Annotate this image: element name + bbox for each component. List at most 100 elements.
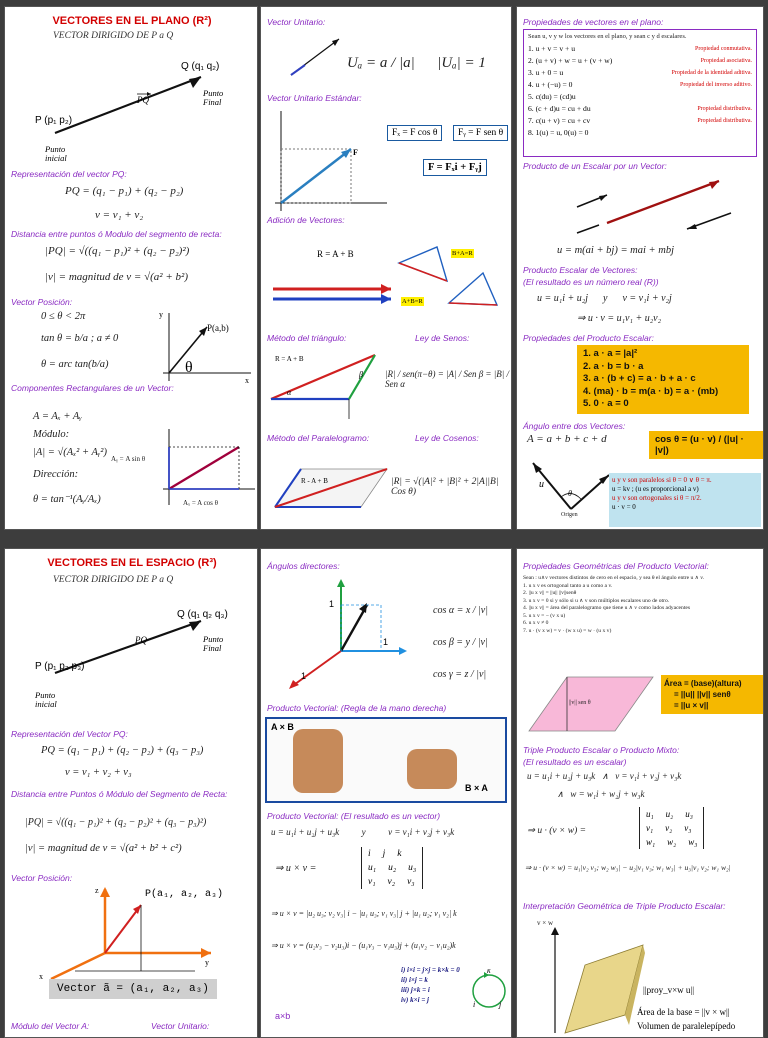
triple-eq-2: ∧ w = w₁i + w₂j + w₃k: [557, 789, 645, 799]
standard-unit-diagram: F: [275, 111, 387, 211]
dot-prop-item: 5. 0 · a = 0: [583, 398, 629, 409]
prop-eq: 1. u + v = v + u: [528, 44, 576, 53]
top-col-2: Vector Unitario: Uₐ = a / |a| |Uₐ| = 1 V…: [260, 6, 512, 530]
comp-title: Componentes Rectangulares de un Vector:: [11, 383, 174, 393]
punto-inicial-3d: Punto inicial: [35, 690, 57, 709]
pab-label: P(a,b): [207, 323, 229, 333]
top-col-3: Propiedades de vectores en el plano: Sea…: [516, 6, 764, 530]
vector-addition-diagram: [273, 246, 499, 306]
matrix-cell: k: [397, 849, 402, 859]
matrix-cell: v₃: [684, 823, 692, 833]
point-p-label: P (p₁ p₂): [35, 115, 73, 126]
svg-text:1: 1: [301, 671, 306, 681]
mod-title-3d: Módulo del Vector A:: [11, 1021, 90, 1031]
page-title: VECTORES EN EL PLANO (R²): [52, 15, 212, 27]
prop-row: 2. (u + v) + w = u + (v + w)Propiedad as…: [528, 55, 752, 67]
rep-title-3d: Representación del Vector PQ:: [11, 729, 128, 739]
vsen-label: ||v|| sen θ: [569, 700, 591, 706]
geo-line: 5. u x v = − (v x u): [523, 612, 566, 619]
pq-label-3d: PQ: [135, 635, 147, 645]
matrix-cell: v₂: [665, 823, 673, 833]
matrix-cell: v₁: [368, 877, 376, 887]
ortho-text-2: u · v = 0: [612, 503, 636, 511]
pos-eq-3: θ = arc tan(b/a): [41, 359, 109, 370]
std-title: Vector Unitario Estándar:: [267, 93, 362, 103]
fx-box: Fₓ = F cos θ: [387, 125, 443, 141]
axb-small: a×b: [275, 1011, 291, 1021]
triple-det-implies: ⇒ u · (v × w) =: [527, 826, 587, 836]
point-q-3d: Q (q₁ q₂ q₃): [177, 609, 228, 620]
svg-text:u: u: [539, 479, 544, 490]
prop-name: Propiedad conmutativa.: [695, 46, 752, 52]
props-title: Propiedades de vectores en el plano:: [523, 17, 664, 27]
prop-eq: 4. u + (−u) = 0: [528, 80, 573, 89]
geo-lines: Sean : u∧v vectores distintos de cero en…: [523, 575, 761, 635]
pos-eq-2: tan θ = b/a ; a ≠ 0: [41, 333, 119, 344]
cross-eq-4: ⇒ u × v = (u₂v₃ − v₂u₃)i − (u₁v₃ − v₁u₃)…: [271, 941, 456, 950]
add-title: Adición de Vectores:: [267, 215, 345, 225]
svg-text:y: y: [205, 958, 209, 967]
svg-text:1: 1: [329, 599, 334, 609]
right-hand-box: A × B B × A: [265, 717, 507, 803]
angle-eq: A = a + b + c + d: [527, 433, 607, 445]
geo-line: 2. ||u x v|| = ||u|| ||v||senθ: [523, 590, 577, 596]
area-line-3: = ||u × v||: [674, 701, 709, 710]
senos-eq: |R| / sen(π−θ) = |A| / Sen β = |B| / Sen…: [385, 369, 509, 389]
area-base-label: Área de la base = ||v × w||: [637, 1007, 730, 1017]
prop-eq: 2. (u + v) + w = u + (v + w): [528, 56, 613, 65]
cross-eq-1: u = u₁i + u₂j + u₃k y v = v₁i + v₂j + v₃…: [271, 827, 455, 837]
dist-title: Distancia entre puntos ó Modulo del segm…: [11, 229, 222, 239]
cos-title: Ley de Cosenos:: [415, 433, 479, 443]
rep-eq-1: PQ = (q₁ − p₁) + (q₂ − p₂): [65, 185, 184, 197]
direccion-label: Dirección:: [33, 469, 79, 480]
rep-title: Representación del vector PQ:: [11, 169, 127, 179]
geo-line: Sean : u∧v vectores distintos de cero en…: [523, 575, 705, 581]
punto-final-label: Punto Final: [203, 88, 224, 107]
modulo-label: Módulo:: [33, 429, 70, 440]
triple-sub: (El resultado es un escalar): [523, 757, 627, 767]
dir-title: Ángulos directores:: [267, 561, 340, 571]
prop-eq: 5. c(du) = (cd)u: [528, 92, 576, 101]
cross2-title: Producto Vectorial: (El resultado es un …: [267, 811, 441, 821]
para-title: Método del Paralelogramo:: [267, 433, 370, 443]
cos-alpha: cos α = x / |v|: [433, 605, 488, 616]
p3-label: P(a₁, a₂, a₃): [145, 889, 224, 900]
bxa-label: B × A: [465, 783, 488, 793]
unit-title: Vector Unitario:: [267, 17, 326, 27]
dot-title: Producto Escalar de Vectores:: [523, 265, 638, 275]
area-parallelogram: [528, 676, 654, 732]
geo-line: 3. u x v = 0 si y sólo si u ∧ v son múlt…: [523, 597, 670, 604]
position-vector-diagram: y x: [159, 310, 251, 385]
prop-eq: 3. u + 0 = u: [528, 68, 564, 77]
tri-title: Método del triángulo:: [267, 333, 347, 343]
area-box: Área = (base)(altura) = ||u|| ||v|| senθ…: [661, 675, 763, 714]
ijk-rule: ii) i×j = k: [401, 976, 428, 984]
matrix-cell: u₁: [646, 809, 654, 819]
dot-prop-item: 3. a · (b + c) = a · b + a · c: [583, 373, 696, 384]
pq-arrow-diagram: [54, 75, 202, 135]
svg-text:x: x: [245, 376, 249, 385]
prop-name: Propiedad distributiva.: [697, 118, 752, 124]
parallel-text-2: u = kv ; (u es proporcional a v): [612, 485, 699, 493]
prop-row: 5. c(du) = (cd)u: [528, 91, 752, 103]
senos-title: Ley de Senos:: [415, 333, 470, 343]
prop-row: 8. 1(u) = u, 0(u) = 0: [528, 127, 752, 139]
dist-eq-2: |v| = magnitud de v = √(a² + b²): [45, 271, 188, 283]
addition-note-2: A+B=R: [401, 297, 424, 306]
vxw-label: v × w: [537, 919, 554, 927]
matrix-cell: u₂: [665, 809, 674, 819]
prop-name: Propiedad distributiva.: [697, 106, 752, 112]
prop-eq: 8. 1(u) = u, 0(u) = 0: [528, 128, 589, 137]
cross-title: Producto Vectorial: (Regla de la mano de…: [267, 703, 447, 713]
